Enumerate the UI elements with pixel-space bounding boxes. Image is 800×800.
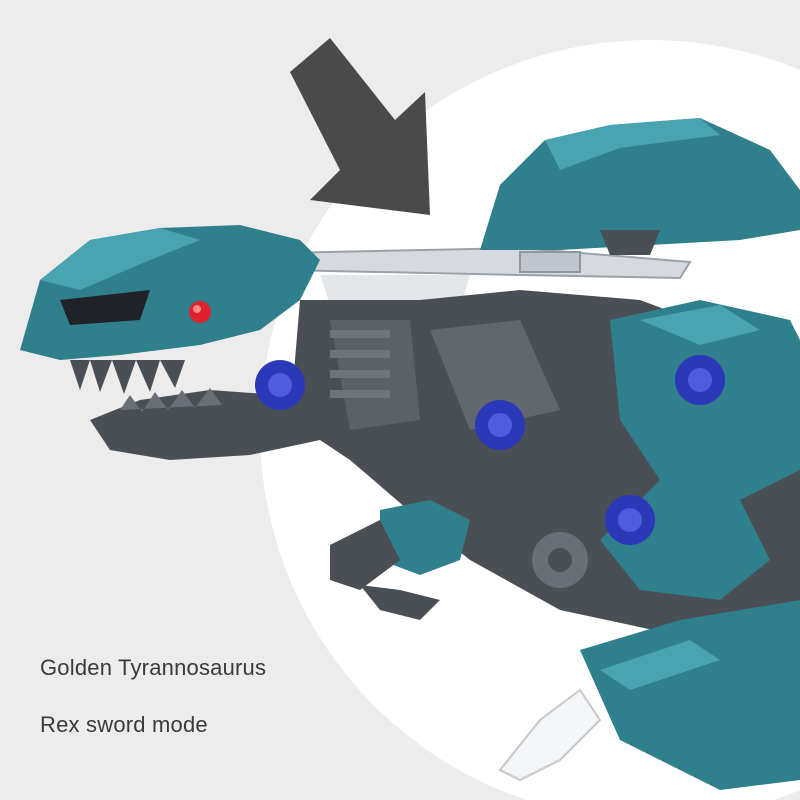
caption-line-1: Golden Tyrannosaurus [40, 655, 267, 680]
blue-bolt [675, 355, 725, 405]
front-claw [330, 500, 470, 620]
blue-bolt [605, 495, 655, 545]
caption-line-2: Rex sword mode [40, 712, 208, 737]
blue-bolt [475, 400, 525, 450]
down-right-arrow-icon [290, 38, 430, 215]
lower-blade [498, 688, 602, 782]
red-eye [189, 301, 211, 323]
blue-bolt [255, 360, 305, 410]
back-fin-armor [480, 118, 800, 255]
